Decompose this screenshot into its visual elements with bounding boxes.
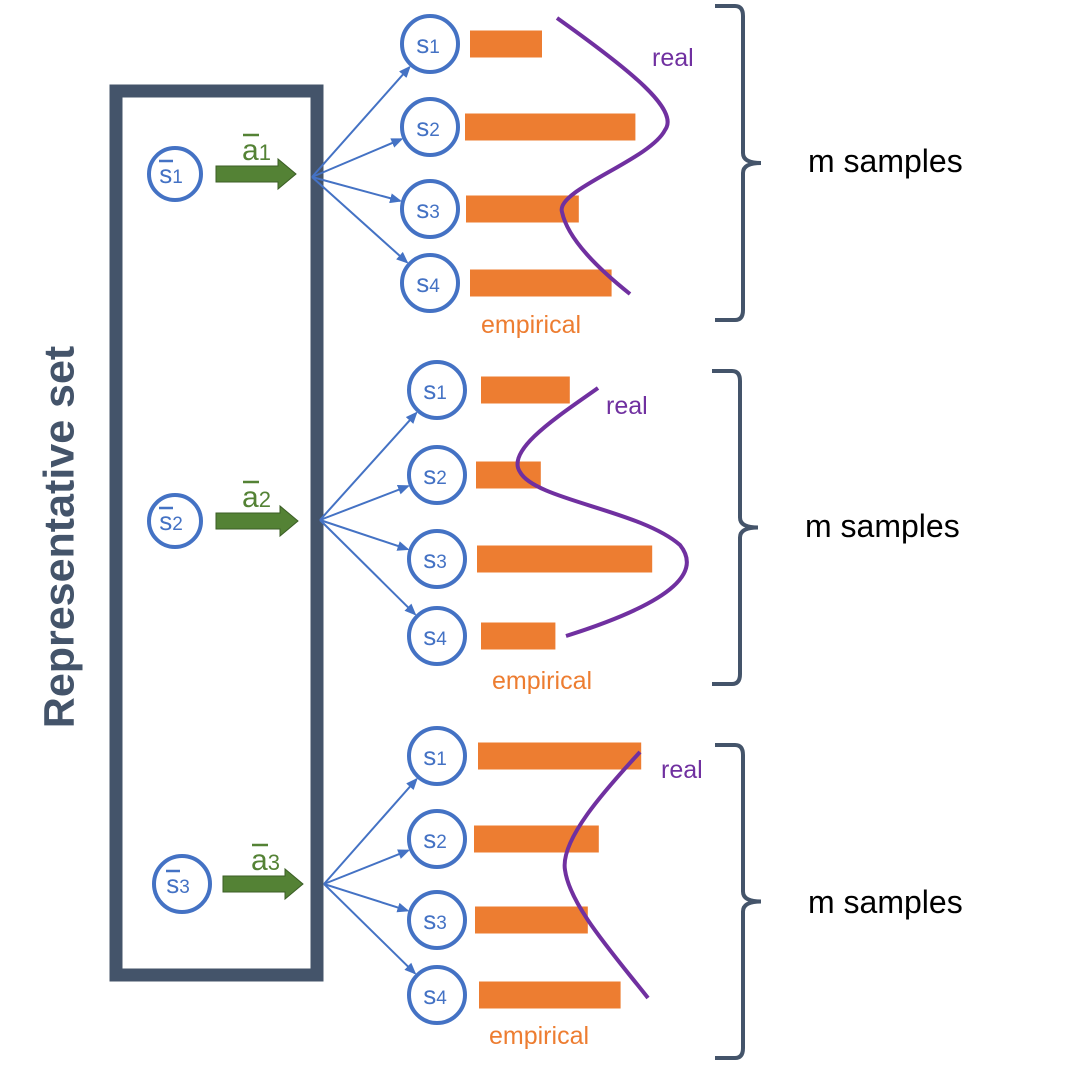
transition-arrow <box>323 777 418 885</box>
empirical-label: empirical <box>492 667 592 695</box>
representative-state-label: s1 <box>159 159 183 189</box>
sample-state-label: s2 <box>423 824 447 854</box>
transition-arrow <box>323 883 417 975</box>
transition-arrow <box>323 849 411 885</box>
sample-state-circle <box>400 97 460 157</box>
empirical-label: empirical <box>481 311 581 339</box>
empirical-bar <box>481 376 570 404</box>
sample-state-circle <box>407 445 467 505</box>
real-distribution-curve <box>555 16 670 296</box>
transition-arrow <box>319 519 410 551</box>
action-label: a3 <box>251 844 280 877</box>
sample-state-circle <box>407 809 467 869</box>
real-label: real <box>652 44 694 72</box>
real-distribution-curve <box>515 386 689 638</box>
real-distribution-curve <box>562 750 650 1000</box>
m-samples-label: m samples <box>808 884 963 920</box>
empirical-bar <box>477 545 653 573</box>
sample-state-circle <box>407 529 467 589</box>
action-arrow <box>215 157 297 191</box>
transition-arrow <box>323 883 410 913</box>
representative-state-label: s3 <box>166 869 190 899</box>
real-label: real <box>606 392 648 420</box>
empirical-label: empirical <box>489 1022 589 1050</box>
sample-state-label: s1 <box>416 29 440 59</box>
empirical-bar <box>474 825 599 853</box>
transition-arrow <box>311 138 404 178</box>
samples-brace <box>715 743 762 1060</box>
sample-state-label: s2 <box>423 460 447 490</box>
sample-state-circle <box>407 965 467 1025</box>
action-label: a1 <box>242 134 271 167</box>
empirical-bar <box>481 622 556 650</box>
representative-set-label: Representative set <box>35 346 83 728</box>
samples-brace <box>715 4 762 322</box>
transition-arrow <box>319 411 418 521</box>
empirical-bar <box>465 113 636 141</box>
samples-brace <box>712 369 759 686</box>
sample-state-circle <box>407 606 467 666</box>
empirical-bar <box>479 981 621 1009</box>
sample-group-3: s3 a3 s1 s2 s3 s4 real empirical m samples <box>152 726 963 1060</box>
empirical-bar <box>475 906 588 934</box>
empirical-bar <box>470 30 542 58</box>
m-samples-label: m samples <box>805 508 960 544</box>
sample-state-label: s3 <box>423 905 447 935</box>
transition-arrow <box>319 485 410 521</box>
representative-state-label: s2 <box>159 506 183 536</box>
action-arrow <box>215 504 299 538</box>
sample-state-circle <box>407 890 467 950</box>
transition-arrow <box>311 65 411 178</box>
sample-state-circle <box>407 726 467 786</box>
action-label: a2 <box>242 481 271 514</box>
groups-layer: s1 a1 s1 s2 s3 s4 real empirical m samples s2 a2 s1… <box>147 4 963 1060</box>
transition-arrow <box>311 176 409 264</box>
sample-group-2: s2 a2 s1 s2 s3 s4 real empirical m samples <box>147 360 960 695</box>
sample-state-label: s3 <box>423 544 447 574</box>
empirical-bar <box>470 269 612 297</box>
sample-state-circle <box>400 14 460 74</box>
sample-state-circle <box>407 360 467 420</box>
sample-state-label: s1 <box>423 375 447 405</box>
empirical-bar <box>478 742 642 770</box>
sample-state-circle <box>400 253 460 313</box>
real-label: real <box>661 756 703 784</box>
sample-state-circle <box>400 179 460 239</box>
sample-state-label: s2 <box>416 112 440 142</box>
sample-state-label: s3 <box>416 194 440 224</box>
transition-arrow <box>311 176 403 204</box>
sample-state-label: s1 <box>423 741 447 771</box>
sample-group-1: s1 a1 s1 s2 s3 s4 real empirical m samples <box>147 4 963 339</box>
sample-state-label: s4 <box>423 621 447 651</box>
transition-arrow <box>319 519 417 616</box>
representative-set-box <box>109 84 324 982</box>
action-arrow <box>222 867 304 901</box>
sample-state-label: s4 <box>416 268 440 298</box>
sample-state-label: s4 <box>423 980 447 1010</box>
m-samples-label: m samples <box>808 143 963 179</box>
